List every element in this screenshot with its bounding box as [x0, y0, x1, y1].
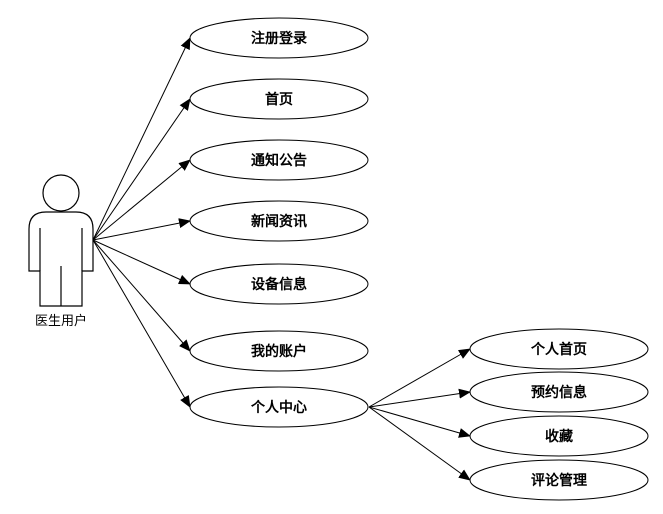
use-case-my-account: 我的账户: [189, 330, 369, 372]
use-case-notice: 通知公告: [189, 139, 369, 181]
use-case-label: 评论管理: [531, 472, 587, 489]
use-case-label: 个人首页: [530, 341, 587, 358]
connector-my-account: [92, 239, 191, 352]
use-case-label: 新闻资讯: [251, 213, 307, 230]
use-case-ellipse: [469, 371, 649, 413]
use-case-ellipse: [189, 200, 369, 242]
use-case-label: 通知公告: [251, 152, 307, 169]
connector-equipment: [92, 239, 191, 285]
use-case-ellipse: [189, 78, 369, 120]
use-case-ellipse: [189, 139, 369, 181]
actor-doctor-user: 医生用户: [28, 174, 94, 329]
use-case-label: 个人中心: [250, 399, 307, 416]
use-case-ellipse: [469, 328, 649, 370]
actor-label: 医生用户: [35, 313, 87, 329]
sub-connectors: [368, 348, 471, 481]
use-case-review-manage: 评论管理: [469, 459, 649, 501]
use-case-label: 首页: [265, 91, 293, 108]
use-case-home: 首页: [189, 78, 369, 120]
use-case-label: 收藏: [545, 428, 573, 445]
connector-appointment: [368, 388, 471, 408]
use-case-label: 注册登录: [251, 30, 307, 47]
use-case-label: 我的账户: [251, 343, 307, 360]
use-case-equipment: 设备信息: [189, 263, 369, 305]
use-case-ellipse: [189, 386, 369, 428]
use-case-favorites: 收藏: [469, 415, 649, 457]
use-case-ellipse: [469, 415, 649, 457]
use-case-appointment: 预约信息: [469, 371, 649, 413]
use-case-label: 设备信息: [251, 276, 307, 293]
actor-head: [42, 174, 80, 212]
use-case-ellipse: [469, 459, 649, 501]
connector-personal-center: [92, 239, 191, 408]
use-case-personal-center: 个人中心: [189, 386, 369, 428]
connector-news: [92, 218, 191, 241]
connector-notice: [92, 159, 191, 241]
connector-review-manage: [368, 406, 471, 481]
use-case-label: 预约信息: [531, 384, 587, 401]
use-case-ellipse: [189, 263, 369, 305]
connector-register-login: [92, 37, 191, 241]
use-case-ellipse: [189, 330, 369, 372]
use-case-ellipse: [189, 17, 369, 59]
use-case-personal-home: 个人首页: [469, 328, 649, 370]
use-case-news: 新闻资讯: [189, 200, 369, 242]
connector-favorites: [368, 406, 471, 438]
actor-connectors: [92, 37, 191, 408]
connector-home: [92, 98, 191, 241]
use-case-register-login: 注册登录: [189, 17, 369, 59]
actor-body: [28, 211, 94, 307]
connector-personal-home: [368, 348, 471, 408]
